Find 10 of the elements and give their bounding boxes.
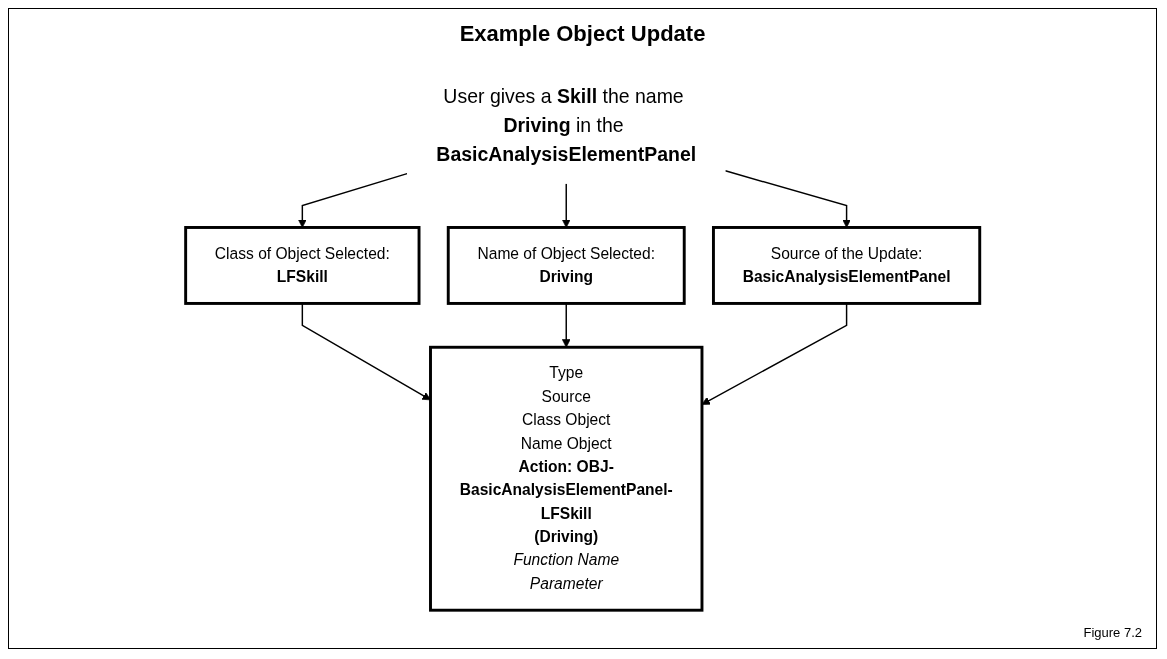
arrow [297, 172, 408, 228]
node-box: Source of the Update: BasicAnalysisElementPanel [711, 226, 981, 305]
node-box: Class of Object Selected: LFSkill [184, 226, 421, 305]
arrow [561, 182, 571, 228]
node-box: Name of Object Selected: Driving [446, 226, 686, 305]
node-box: Type Source Class Object Name Object Action: OBJ-BasicAnalysisElementPanel-LFSkill (Driving) Function Name Parameter [428, 345, 704, 612]
arrow [724, 170, 851, 228]
node-text: User gives a Skill the name Driving in the BasicAnalysisElementPanel [436, 85, 696, 166]
diagram-title: Example Object Update [458, 21, 707, 47]
figure-caption: Figure 7.2 [1083, 625, 1142, 640]
